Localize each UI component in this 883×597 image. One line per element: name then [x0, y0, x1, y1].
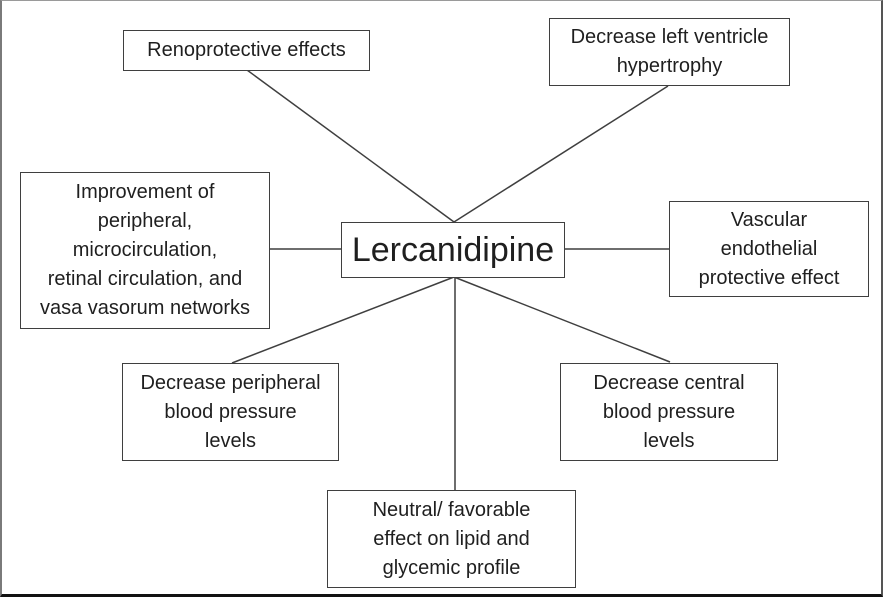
- node-peripheral-blood-pressure-label: Decrease peripheral blood pressure level…: [140, 371, 321, 452]
- node-lercanidipine-label: Lercanidipine: [351, 231, 555, 269]
- node-vascular-endothelial: Vascular endothelial protective effect: [669, 201, 869, 297]
- node-vascular-endothelial-label: Vascular endothelial protective effect: [698, 208, 840, 289]
- node-peripheral-blood-pressure: Decrease peripheral blood pressure level…: [122, 363, 339, 461]
- connector-central-bp: [453, 276, 671, 363]
- node-central-blood-pressure-label: Decrease central blood pressure levels: [593, 371, 745, 452]
- node-central-blood-pressure: Decrease central blood pressure levels: [560, 363, 778, 461]
- node-renoprotective-effects-label: Renoprotective effects: [147, 39, 346, 61]
- connector-peripheral-bp: [231, 276, 455, 364]
- node-left-ventricle-hypertrophy: Decrease left ventricle hypertrophy: [549, 18, 790, 86]
- node-renoprotective-effects: Renoprotective effects: [123, 30, 370, 71]
- node-lipid-glycemic-profile-label: Neutral/ favorable effect on lipid and g…: [372, 498, 531, 579]
- connector-renoprotective: [246, 69, 455, 223]
- node-lercanidipine: Lercanidipine: [341, 222, 565, 278]
- node-microcirculation-improvement: Improvement of peripheral, microcirculat…: [20, 172, 270, 329]
- node-microcirculation-improvement-label: Improvement of peripheral, microcirculat…: [39, 181, 251, 319]
- node-lipid-glycemic-profile: Neutral/ favorable effect on lipid and g…: [327, 490, 576, 588]
- connector-lv-hypertrophy: [453, 85, 669, 223]
- node-left-ventricle-hypertrophy-label: Decrease left ventricle hypertrophy: [570, 26, 769, 77]
